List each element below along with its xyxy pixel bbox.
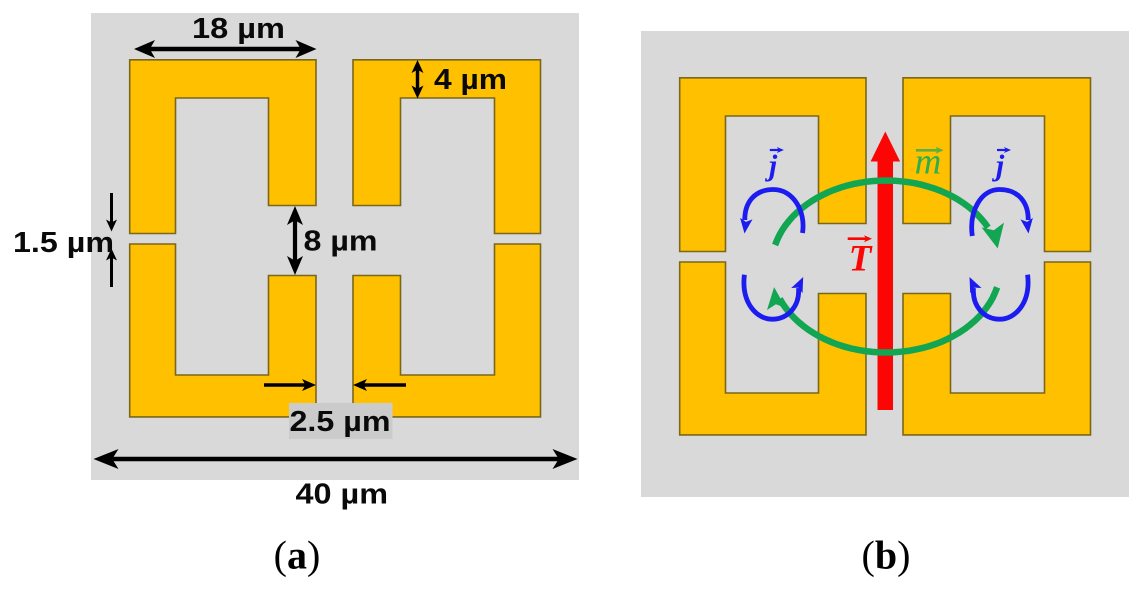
- svg-text:8 µm: 8 µm: [304, 226, 378, 258]
- svg-text:(a): (a): [274, 533, 321, 578]
- svg-text:(b): (b): [862, 533, 911, 578]
- svg-text:j: j: [765, 149, 778, 182]
- svg-text:4 µm: 4 µm: [434, 64, 507, 96]
- svg-text:18 µm: 18 µm: [192, 13, 285, 45]
- svg-text:j: j: [992, 149, 1005, 182]
- svg-text:T: T: [849, 239, 873, 280]
- svg-text:40 µm: 40 µm: [296, 479, 389, 511]
- svg-text:2.5 µm: 2.5 µm: [290, 406, 391, 438]
- svg-text:1.5 µm: 1.5 µm: [13, 227, 114, 259]
